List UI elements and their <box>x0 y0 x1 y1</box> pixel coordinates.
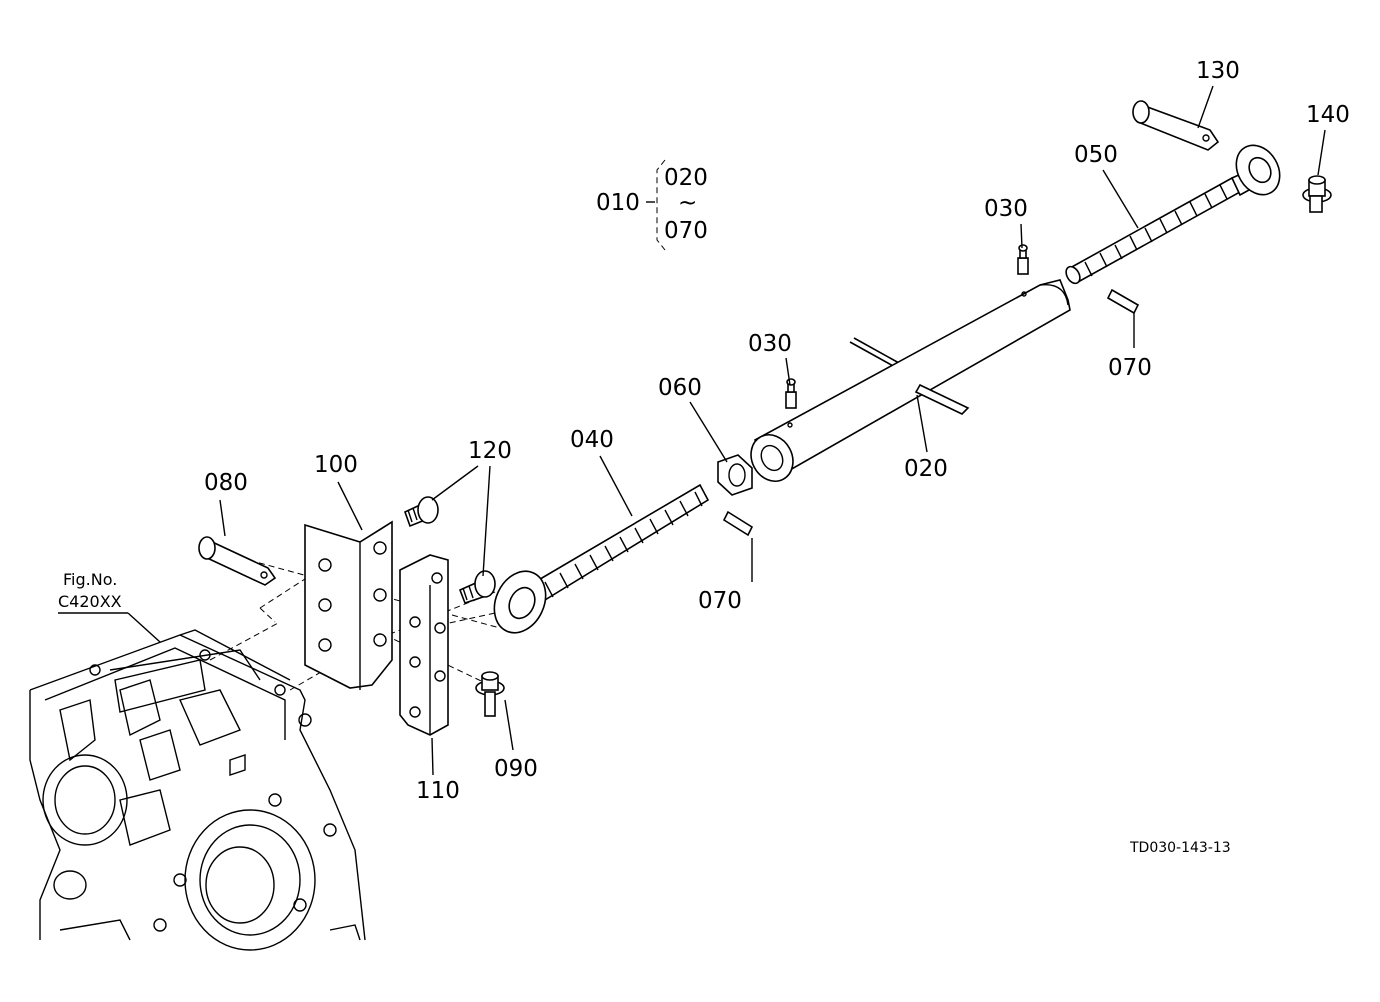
leader-lines <box>219 85 1326 776</box>
fig-code-label: C420XX <box>58 592 122 611</box>
threaded-rod-040 <box>493 483 710 634</box>
nut-060 <box>717 454 753 496</box>
label-040: 040 <box>570 427 614 453</box>
label-060: 060 <box>658 375 702 401</box>
pin-080 <box>198 536 277 586</box>
bolt-090 <box>475 671 505 717</box>
label-090: 090 <box>494 756 538 782</box>
pin-070-lower <box>722 510 754 537</box>
grease-fitting-030-left <box>785 378 797 409</box>
label-130: 130 <box>1196 58 1240 84</box>
label-140: 140 <box>1306 102 1350 128</box>
figure-reference: Fig.No. C420XX <box>58 570 161 643</box>
bracket-100 <box>304 520 393 690</box>
drawing-code: TD030-143-13 <box>1129 840 1231 856</box>
label-070-lower: 070 <box>698 588 742 614</box>
tube-020 <box>750 279 1071 482</box>
grease-fitting-030-right <box>1017 244 1029 275</box>
label-range-sep: ~ <box>678 190 697 216</box>
label-range-end: 070 <box>664 218 708 244</box>
label-080: 080 <box>204 470 248 496</box>
threaded-rod-050 <box>1065 144 1281 285</box>
label-range-start: 020 <box>664 165 708 191</box>
assembly-bracket-010 <box>646 159 666 251</box>
fig-no-label: Fig.No. <box>63 570 117 589</box>
label-070-upper: 070 <box>1108 355 1152 381</box>
part-labels: 010 020 ~ 070 130 140 050 030 070 030 06… <box>204 58 1350 804</box>
bolt-120-lower <box>458 570 496 605</box>
label-110: 110 <box>416 778 460 804</box>
label-020: 020 <box>904 456 948 482</box>
label-050: 050 <box>1074 142 1118 168</box>
label-010: 010 <box>596 190 640 216</box>
label-100: 100 <box>314 452 358 478</box>
transmission-housing <box>29 629 366 951</box>
label-120: 120 <box>468 438 512 464</box>
label-030-right: 030 <box>984 196 1028 222</box>
pin-070-upper <box>1106 288 1140 315</box>
label-030-left: 030 <box>748 331 792 357</box>
bolt-140 <box>1302 175 1332 213</box>
bracket-110 <box>399 554 449 736</box>
bolt-120-upper <box>404 496 439 528</box>
